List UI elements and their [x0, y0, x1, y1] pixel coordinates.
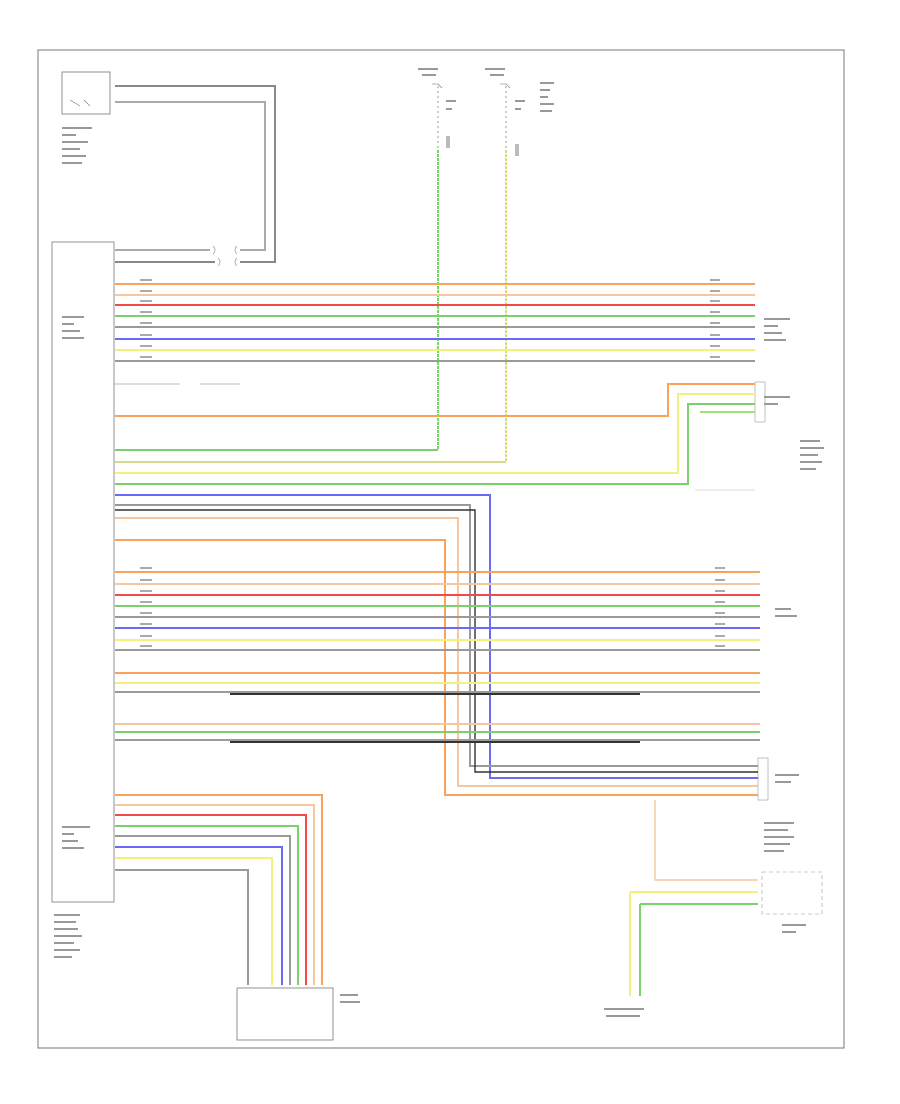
bottom-right-label	[604, 1008, 644, 1017]
wire-label-left	[140, 567, 152, 569]
wire-label-left	[140, 612, 152, 614]
right-label-group-4	[775, 608, 797, 617]
wire-label-left	[140, 322, 152, 324]
wire-label-left	[140, 345, 152, 347]
wire-mid-salmon	[115, 517, 758, 787]
wire-label-left	[140, 579, 152, 581]
wire-label-left	[140, 290, 152, 292]
right-label-group-1	[764, 318, 790, 341]
wire-loop-inner	[115, 101, 266, 251]
wire-label-right	[715, 635, 725, 637]
wire-label-right	[715, 567, 725, 569]
wire-mid-blue	[115, 494, 758, 779]
right-connector-box-1	[754, 381, 766, 423]
main-control-module	[51, 241, 115, 903]
wire-label-right	[715, 579, 725, 581]
wire-label-right	[710, 311, 720, 313]
right-connector-box-3	[761, 871, 823, 915]
wire-label-left	[140, 334, 152, 336]
wire-bottom-5	[115, 846, 283, 985]
wire-bottom-7	[115, 869, 249, 985]
top-left-module	[61, 71, 111, 115]
connector-break-mark	[212, 245, 238, 267]
wire-label-right	[710, 356, 720, 358]
right-label-group-5	[775, 774, 799, 783]
right-label-group-7	[782, 924, 806, 933]
main-module-label-top	[62, 316, 84, 339]
wire-bottom-0	[115, 794, 323, 985]
right-label-group-2	[764, 396, 790, 405]
wire-label-right	[710, 290, 720, 292]
wire-label-left	[140, 635, 152, 637]
wire-label-left	[140, 601, 152, 603]
wire-bottom-6	[115, 857, 273, 985]
wire-label-left	[140, 623, 152, 625]
right-label-group-3	[800, 440, 824, 470]
top-left-module-symbol	[69, 99, 91, 107]
wire-label-right	[710, 279, 720, 281]
wire-mid-orange	[115, 383, 755, 417]
top-left-module-label	[62, 127, 92, 164]
wire-label-left	[140, 356, 152, 358]
wire-label-right	[715, 612, 725, 614]
wire-label-left	[140, 645, 152, 647]
wire-bottom-3	[115, 825, 299, 985]
bottom-module	[236, 987, 334, 1041]
page-frame	[37, 49, 845, 1049]
wire-label-left	[140, 311, 152, 313]
wire-label-right	[715, 590, 725, 592]
wire-right-salmon	[654, 800, 758, 881]
wire-group	[115, 279, 760, 996]
wire-bottom-2	[115, 814, 307, 985]
wire-bottom-1	[115, 804, 315, 985]
wire-label-right	[710, 334, 720, 336]
wire-label-right	[710, 300, 720, 302]
wire-label-left	[140, 590, 152, 592]
wire-label-right	[715, 601, 725, 603]
wire-mid-orange-b	[115, 539, 758, 796]
wire-mid-gray-a	[115, 504, 758, 767]
fuse-drop-left	[418, 68, 456, 450]
wire-label-right	[715, 623, 725, 625]
wire-bottom-4	[115, 835, 291, 985]
fuse-drop-right	[485, 68, 554, 462]
main-module-label-bottom	[62, 826, 90, 849]
main-module-caption	[54, 914, 82, 958]
wire-label-right	[715, 645, 725, 647]
bottom-module-label	[340, 994, 360, 1003]
wire-label-right	[710, 345, 720, 347]
wire-label-left	[140, 300, 152, 302]
wire-loop-outer	[115, 85, 276, 263]
right-label-group-6	[764, 822, 794, 852]
wire-mid-green	[115, 403, 755, 485]
right-connector-box-2	[757, 757, 769, 801]
wire-label-left	[140, 279, 152, 281]
wire-label-right	[710, 322, 720, 324]
wire-mid-yellow	[115, 393, 755, 474]
